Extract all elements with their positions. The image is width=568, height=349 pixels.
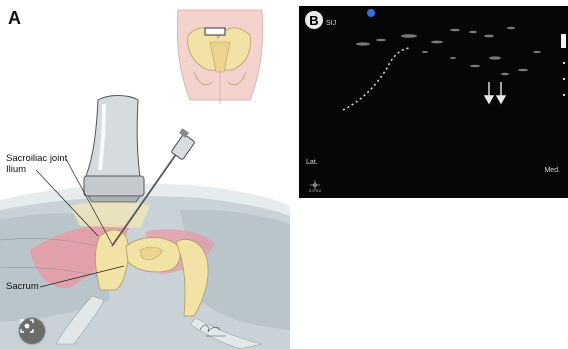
ultrasound-tag-sij: SIJ <box>326 20 336 27</box>
label-sacroiliac-joint: Sacroiliac joint <box>6 153 67 164</box>
label-sacrum: Sacrum <box>6 281 39 292</box>
panel-b-letter: B <box>305 11 323 29</box>
image-search-icon <box>19 318 35 334</box>
ultrasound-image <box>299 6 568 198</box>
anatomy-illustration <box>0 0 290 349</box>
echo-speckles <box>356 27 541 75</box>
panel-a-letter: A <box>8 8 21 29</box>
pelvis-inset <box>170 8 266 108</box>
image-search-button[interactable] <box>19 318 45 344</box>
label-ilium: Ilium <box>6 164 26 175</box>
target-arrows <box>485 82 505 103</box>
scale-readout: 2.0 5.0 <box>309 188 321 193</box>
anatomy-illustration-panel: A Sacroiliac joint Ilium Sacrum <box>0 0 290 349</box>
ultrasound-image-panel: B SIJ Lat. Med. 2.0 5.0 <box>299 6 568 198</box>
bone-surface-echo <box>343 48 409 110</box>
label-medial: Med. <box>544 167 560 174</box>
side-ruler <box>561 34 566 96</box>
orientation-marker-dot <box>367 9 375 17</box>
label-lateral: Lat. <box>306 159 318 166</box>
ultrasound-probe <box>84 96 144 203</box>
